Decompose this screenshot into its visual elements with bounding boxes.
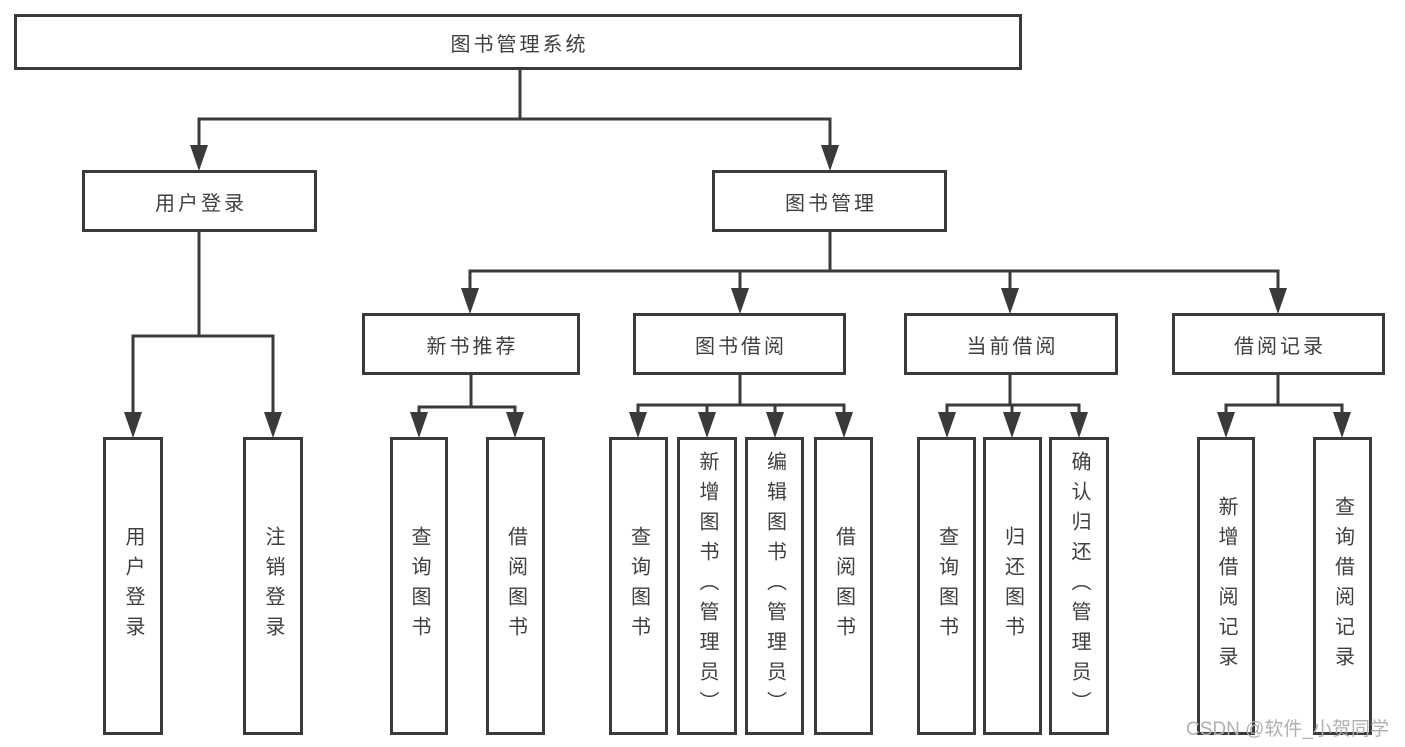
- arrow-down-icon: [124, 412, 142, 438]
- leaf-borrow-book-borrowing: 借阅图书: [814, 437, 873, 735]
- leaf-confirm-return-admin: 确认归还（管理员）: [1049, 437, 1109, 735]
- leaf-label: 新增图书（管理员）: [696, 451, 718, 721]
- connector-book-management-group: [468, 232, 1280, 309]
- leaf-logout: 注销登录: [243, 437, 303, 735]
- arrowheads: [124, 145, 1351, 438]
- connector-borrow-record-group: [1224, 375, 1344, 433]
- watermark: CSDN @软件_小贺同学: [1186, 719, 1389, 740]
- leaf-label: 用户登录: [122, 526, 144, 646]
- node-label: 新书推荐: [426, 335, 519, 358]
- leaf-label: 归还图书: [1001, 526, 1024, 646]
- node-label: 图书借阅: [695, 335, 787, 358]
- leaf-return-book: 归还图书: [983, 437, 1042, 735]
- arrow-down-icon: [698, 412, 716, 438]
- leaf-label: 查询图书: [627, 526, 650, 646]
- leaf-label: 确认归还（管理员）: [1068, 451, 1090, 721]
- arrow-down-icon: [821, 145, 839, 171]
- arrow-down-icon: [629, 412, 647, 438]
- arrow-down-icon: [1333, 412, 1351, 438]
- node-label: 图书管理: [785, 192, 877, 215]
- node-label: 用户登录: [155, 192, 247, 215]
- leaf-edit-book-admin: 编辑图书（管理员）: [745, 437, 804, 735]
- arrow-down-icon: [1001, 288, 1019, 314]
- node-label: 当前借阅: [966, 335, 1059, 358]
- arrow-down-icon: [766, 412, 784, 438]
- node-library-management-system: 图书管理系统: [14, 14, 1022, 70]
- node-current-borrowing: 当前借阅: [904, 313, 1118, 375]
- leaf-query-borrow-record: 查询借阅记录: [1313, 437, 1372, 735]
- arrow-down-icon: [1070, 412, 1088, 438]
- node-borrowing-records: 借阅记录: [1172, 313, 1385, 375]
- arrow-down-icon: [1269, 288, 1287, 314]
- arrow-down-icon: [506, 412, 524, 438]
- leaf-label: 查询借阅记录: [1331, 496, 1354, 676]
- arrow-down-icon: [731, 288, 749, 314]
- leaf-label: 查询图书: [935, 526, 958, 646]
- leaf-label: 注销登录: [262, 526, 284, 646]
- node-book-borrowing: 图书借阅: [633, 313, 846, 375]
- leaf-label: 查询图书: [408, 526, 430, 646]
- leaf-query-book-current: 查询图书: [917, 437, 976, 735]
- leaf-label: 借阅图书: [504, 526, 527, 646]
- leaf-query-book-borrowing: 查询图书: [609, 437, 668, 735]
- arrow-down-icon: [835, 412, 853, 438]
- arrow-down-icon: [410, 412, 428, 438]
- connector-user-login-group: [131, 232, 275, 433]
- node-book-management-branch: 图书管理: [712, 170, 947, 232]
- connector-book-borrow-group: [636, 375, 846, 433]
- node-label: 借阅记录: [1234, 335, 1326, 358]
- leaf-label: 新增借阅记录: [1215, 496, 1237, 676]
- node-label: 图书管理系统: [450, 33, 589, 56]
- arrow-down-icon: [264, 412, 282, 438]
- leaf-add-book-admin: 新增图书（管理员）: [677, 437, 737, 735]
- arrow-down-icon: [1217, 412, 1235, 438]
- leaf-user-login: 用户登录: [103, 437, 163, 735]
- leaf-add-borrow-record: 新增借阅记录: [1197, 437, 1255, 735]
- arrow-down-icon: [938, 412, 956, 438]
- leaf-label: 编辑图书（管理员）: [763, 451, 786, 721]
- arrow-down-icon: [1003, 412, 1021, 438]
- leaf-query-book-recommend: 查询图书: [390, 437, 448, 735]
- leaf-label: 借阅图书: [832, 526, 855, 646]
- node-new-book-recommend: 新书推荐: [362, 313, 580, 375]
- connector-new-book-group: [417, 375, 517, 433]
- arrow-down-icon: [190, 145, 208, 171]
- node-user-login-branch: 用户登录: [82, 170, 317, 232]
- connector-root-to-branches: [197, 68, 832, 166]
- leaf-borrow-book-recommend: 借阅图书: [486, 437, 545, 735]
- arrow-down-icon: [461, 288, 479, 314]
